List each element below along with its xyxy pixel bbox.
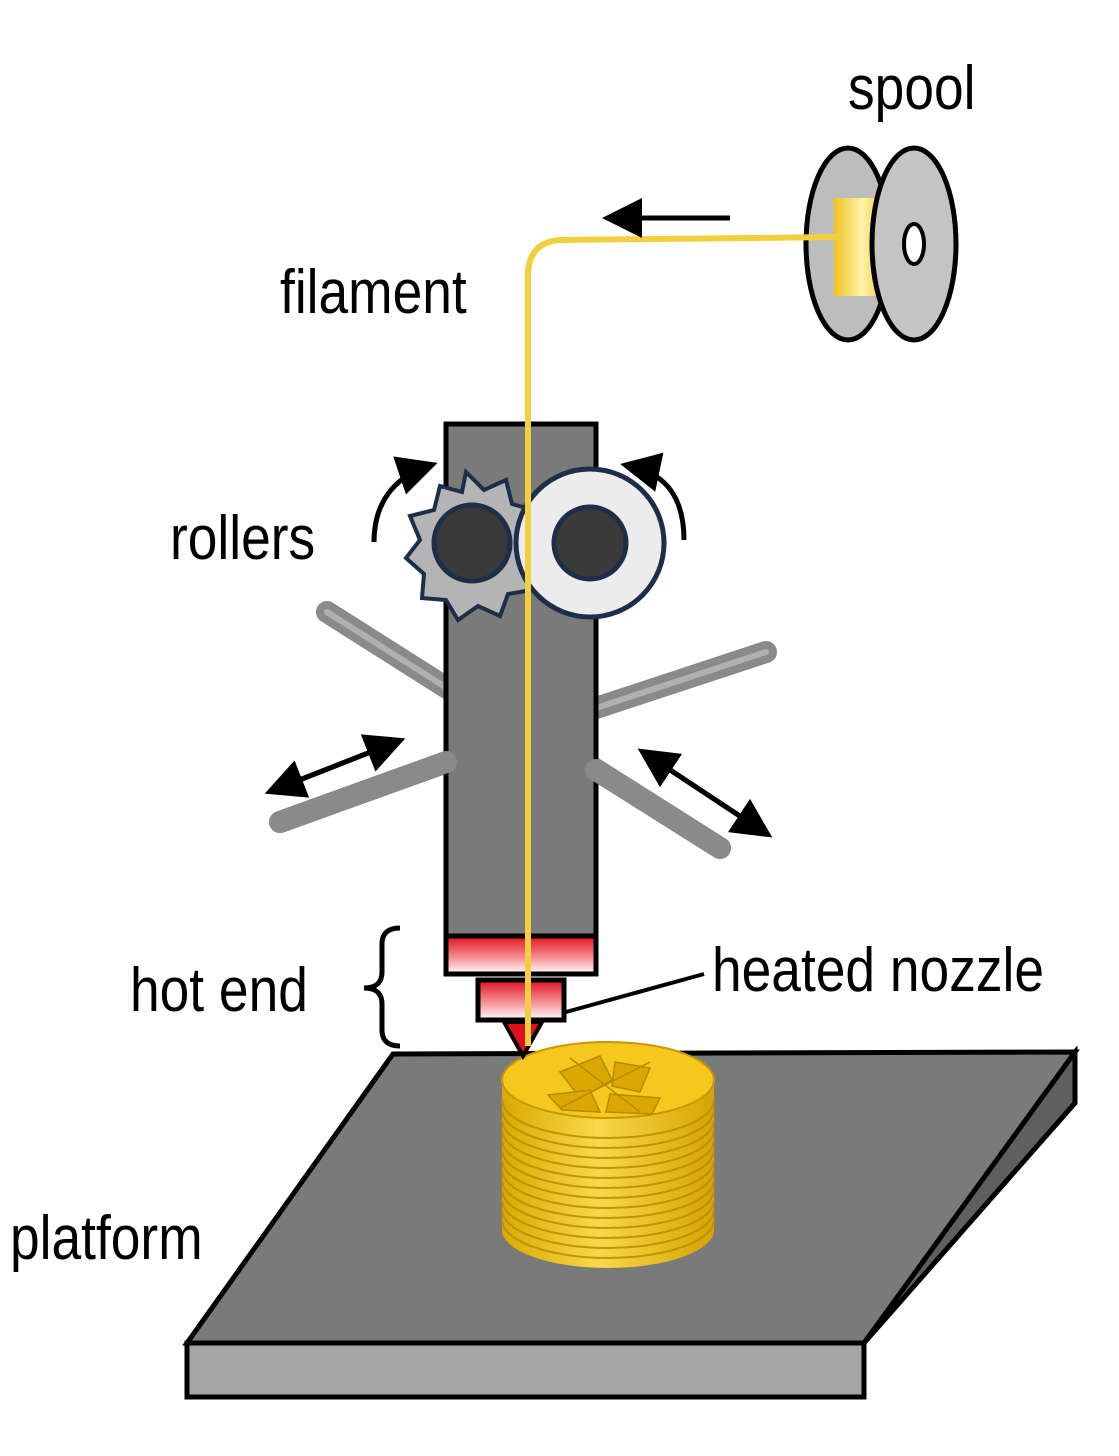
rollers-label: rollers xyxy=(170,504,316,573)
y-axis-arrow-reverse xyxy=(637,748,766,835)
filament-label: filament xyxy=(280,258,467,327)
heated-nozzle-label: heated nozzle xyxy=(712,936,1045,1005)
rotation-arrow-right xyxy=(620,452,687,541)
spool xyxy=(803,145,959,343)
printed-object xyxy=(501,1041,715,1268)
motion-arrows xyxy=(264,198,773,838)
platform-label: platform xyxy=(10,1204,203,1273)
filament-line xyxy=(525,234,841,1046)
hot-end-label: hot end xyxy=(130,956,308,1025)
nozzle-block xyxy=(475,977,567,1023)
spool-hub-hole xyxy=(902,222,926,266)
object-infill-pattern xyxy=(546,1055,662,1115)
heater-block xyxy=(443,933,599,977)
x-axis-arrow-reverse xyxy=(264,739,397,798)
rotation-arrow-left xyxy=(371,456,438,543)
rollers xyxy=(371,452,687,623)
nozzle-tip xyxy=(500,1020,546,1061)
smooth-roller xyxy=(513,466,667,620)
spool-label: spool xyxy=(848,54,976,123)
platform-side-front xyxy=(184,1340,867,1400)
heated-nozzle-leader xyxy=(565,972,705,1014)
hot-end-bracket xyxy=(363,925,401,1049)
